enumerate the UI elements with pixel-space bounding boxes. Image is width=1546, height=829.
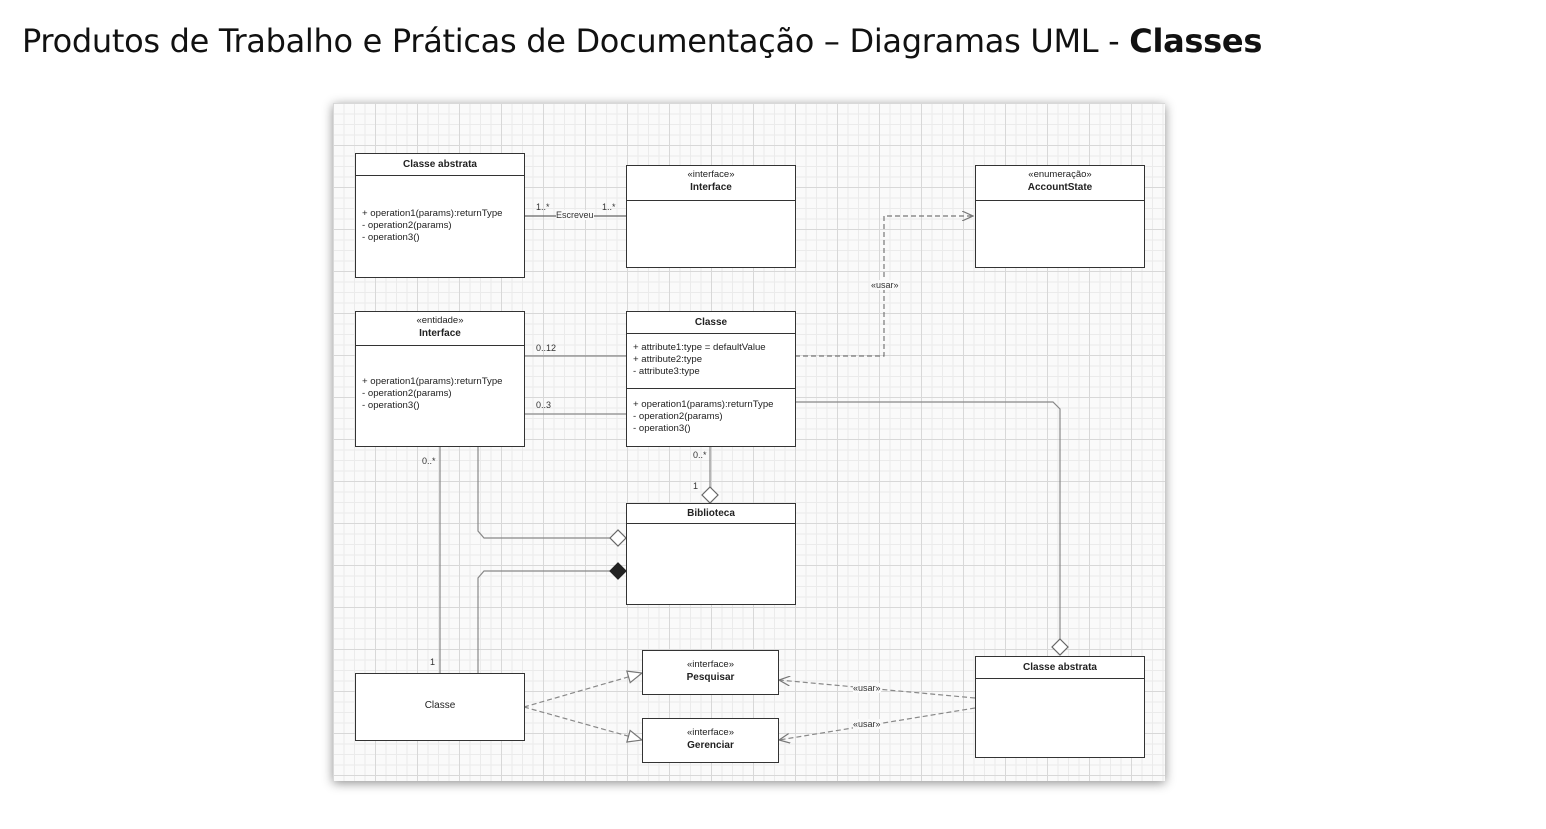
slide-title-bold: Classes (1129, 22, 1263, 60)
operations-list: + operation1(params):returnType - operat… (627, 389, 795, 435)
mult-escreveu-right: 1..* (602, 202, 616, 212)
aggregation-main-abstract-line (795, 401, 1061, 639)
slide-title-prefix: Produtos de Trabalho e Práticas de Docum… (22, 22, 1130, 60)
stereotype-label: «enumeração» (1028, 169, 1092, 180)
class-name: Classe (424, 700, 456, 711)
class-name: Gerenciar (687, 740, 734, 751)
interface-gerenciar[interactable]: «interface» Gerenciar (642, 718, 779, 763)
operation-item: - operation3() (362, 232, 420, 243)
class-name: Pesquisar (686, 672, 735, 683)
interface-pesquisar[interactable]: «interface» Pesquisar (642, 650, 779, 695)
mult-0-3: 0..3 (536, 400, 552, 410)
attribute-item: - attribute3:type (633, 366, 700, 377)
operation-item: + operation1(params):returnType (362, 208, 503, 219)
class-name: Interface (690, 182, 732, 193)
class-abstract-bottom[interactable]: Classe abstrata (975, 656, 1145, 758)
stereotype-label: «entidade» (416, 315, 464, 326)
class-bottom[interactable]: Classe (355, 673, 525, 741)
mult-bottom-class-top: 1 (430, 657, 436, 667)
operations-list: + operation1(params):returnType - operat… (356, 346, 524, 412)
operation-item: - operation3() (362, 400, 420, 411)
class-name: AccountState (1027, 182, 1093, 193)
uml-class-diagram: Classe abstrata + operation1(params):ret… (333, 103, 1165, 781)
slide-title: Produtos de Trabalho e Práticas de Docum… (22, 22, 1262, 60)
entity-interface[interactable]: «entidade» Interface + operation1(params… (355, 311, 525, 447)
class-abstract-top[interactable]: Classe abstrata + operation1(params):ret… (355, 153, 525, 278)
operation-item: + operation1(params):returnType (633, 399, 774, 410)
aggregation-diamond-library-left (609, 529, 627, 547)
usar-enum-label: «usar» (871, 280, 899, 290)
mult-entity-bottom: 0..* (422, 456, 436, 466)
association-name-escreveu: Escreveu (556, 210, 594, 220)
realization-pesquisar-line (523, 673, 642, 708)
operation-item: - operation3() (633, 423, 691, 434)
aggregation-entity-library-line (477, 446, 610, 539)
class-name: Classe abstrata (403, 159, 477, 170)
mult-main-bottom: 0..* (693, 450, 707, 460)
interface-top[interactable]: «interface» Interface (626, 165, 796, 268)
enum-account-state[interactable]: «enumeração» AccountState (975, 165, 1145, 268)
composition-class-library-line (477, 570, 610, 673)
class-biblioteca[interactable]: Biblioteca (626, 503, 796, 605)
attribute-item: + attribute1:type = defaultValue (633, 342, 766, 353)
stereotype-label: «interface» (687, 169, 735, 180)
stereotype-label: «interface» (686, 727, 734, 738)
class-name: Classe (694, 317, 728, 328)
aggregation-diamond-abstract-bottom (1051, 638, 1069, 656)
realization-gerenciar-line (523, 706, 642, 740)
composition-diamond-library (609, 562, 627, 580)
usar-pesquisar-label: «usar» (853, 683, 881, 693)
mult-escreveu-left: 1..* (536, 202, 550, 212)
operation-item: - operation2(params) (633, 411, 723, 422)
mult-library-top: 1 (693, 481, 699, 491)
aggregation-diamond-library-top (701, 486, 719, 504)
usar-gerenciar-label: «usar» (853, 719, 881, 729)
stereotype-label: «interface» (686, 659, 734, 670)
operations-list: + operation1(params):returnType - operat… (356, 176, 524, 244)
class-name: Biblioteca (687, 508, 735, 519)
operation-item: - operation2(params) (362, 388, 452, 399)
attribute-item: + attribute2:type (633, 354, 703, 365)
attributes-list: + attribute1:type = defaultValue + attri… (627, 334, 795, 389)
class-name: Classe abstrata (1023, 662, 1097, 673)
class-name: Interface (419, 328, 461, 339)
operation-item: - operation2(params) (362, 220, 452, 231)
usar-enum-dependency (795, 216, 973, 357)
mult-0-12: 0..12 (536, 343, 557, 353)
class-main[interactable]: Classe + attribute1:type = defaultValue … (626, 311, 796, 447)
operation-item: + operation1(params):returnType (362, 376, 503, 387)
